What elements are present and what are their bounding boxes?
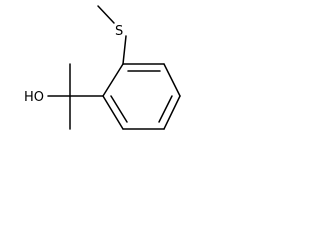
- ring-bond-6: [102, 63, 124, 97]
- bond-methyl-sulfur: [97, 5, 115, 24]
- hydroxyl-label: HO: [24, 90, 44, 105]
- bond-sulfur-ring: [122, 35, 127, 65]
- ring-bond-3: [163, 95, 181, 130]
- benzene-ring: [102, 63, 181, 130]
- molecule-diagram: S HO: [24, 5, 181, 130]
- ring-bond-2: [163, 63, 181, 97]
- sulfur-label: S: [115, 24, 123, 39]
- ring-bond-5: [102, 95, 124, 130]
- ring-double-bond-right: [158, 95, 173, 123]
- chemical-structure-canvas: S HO: [0, 0, 181, 150]
- ring-double-bond-left: [110, 95, 128, 123]
